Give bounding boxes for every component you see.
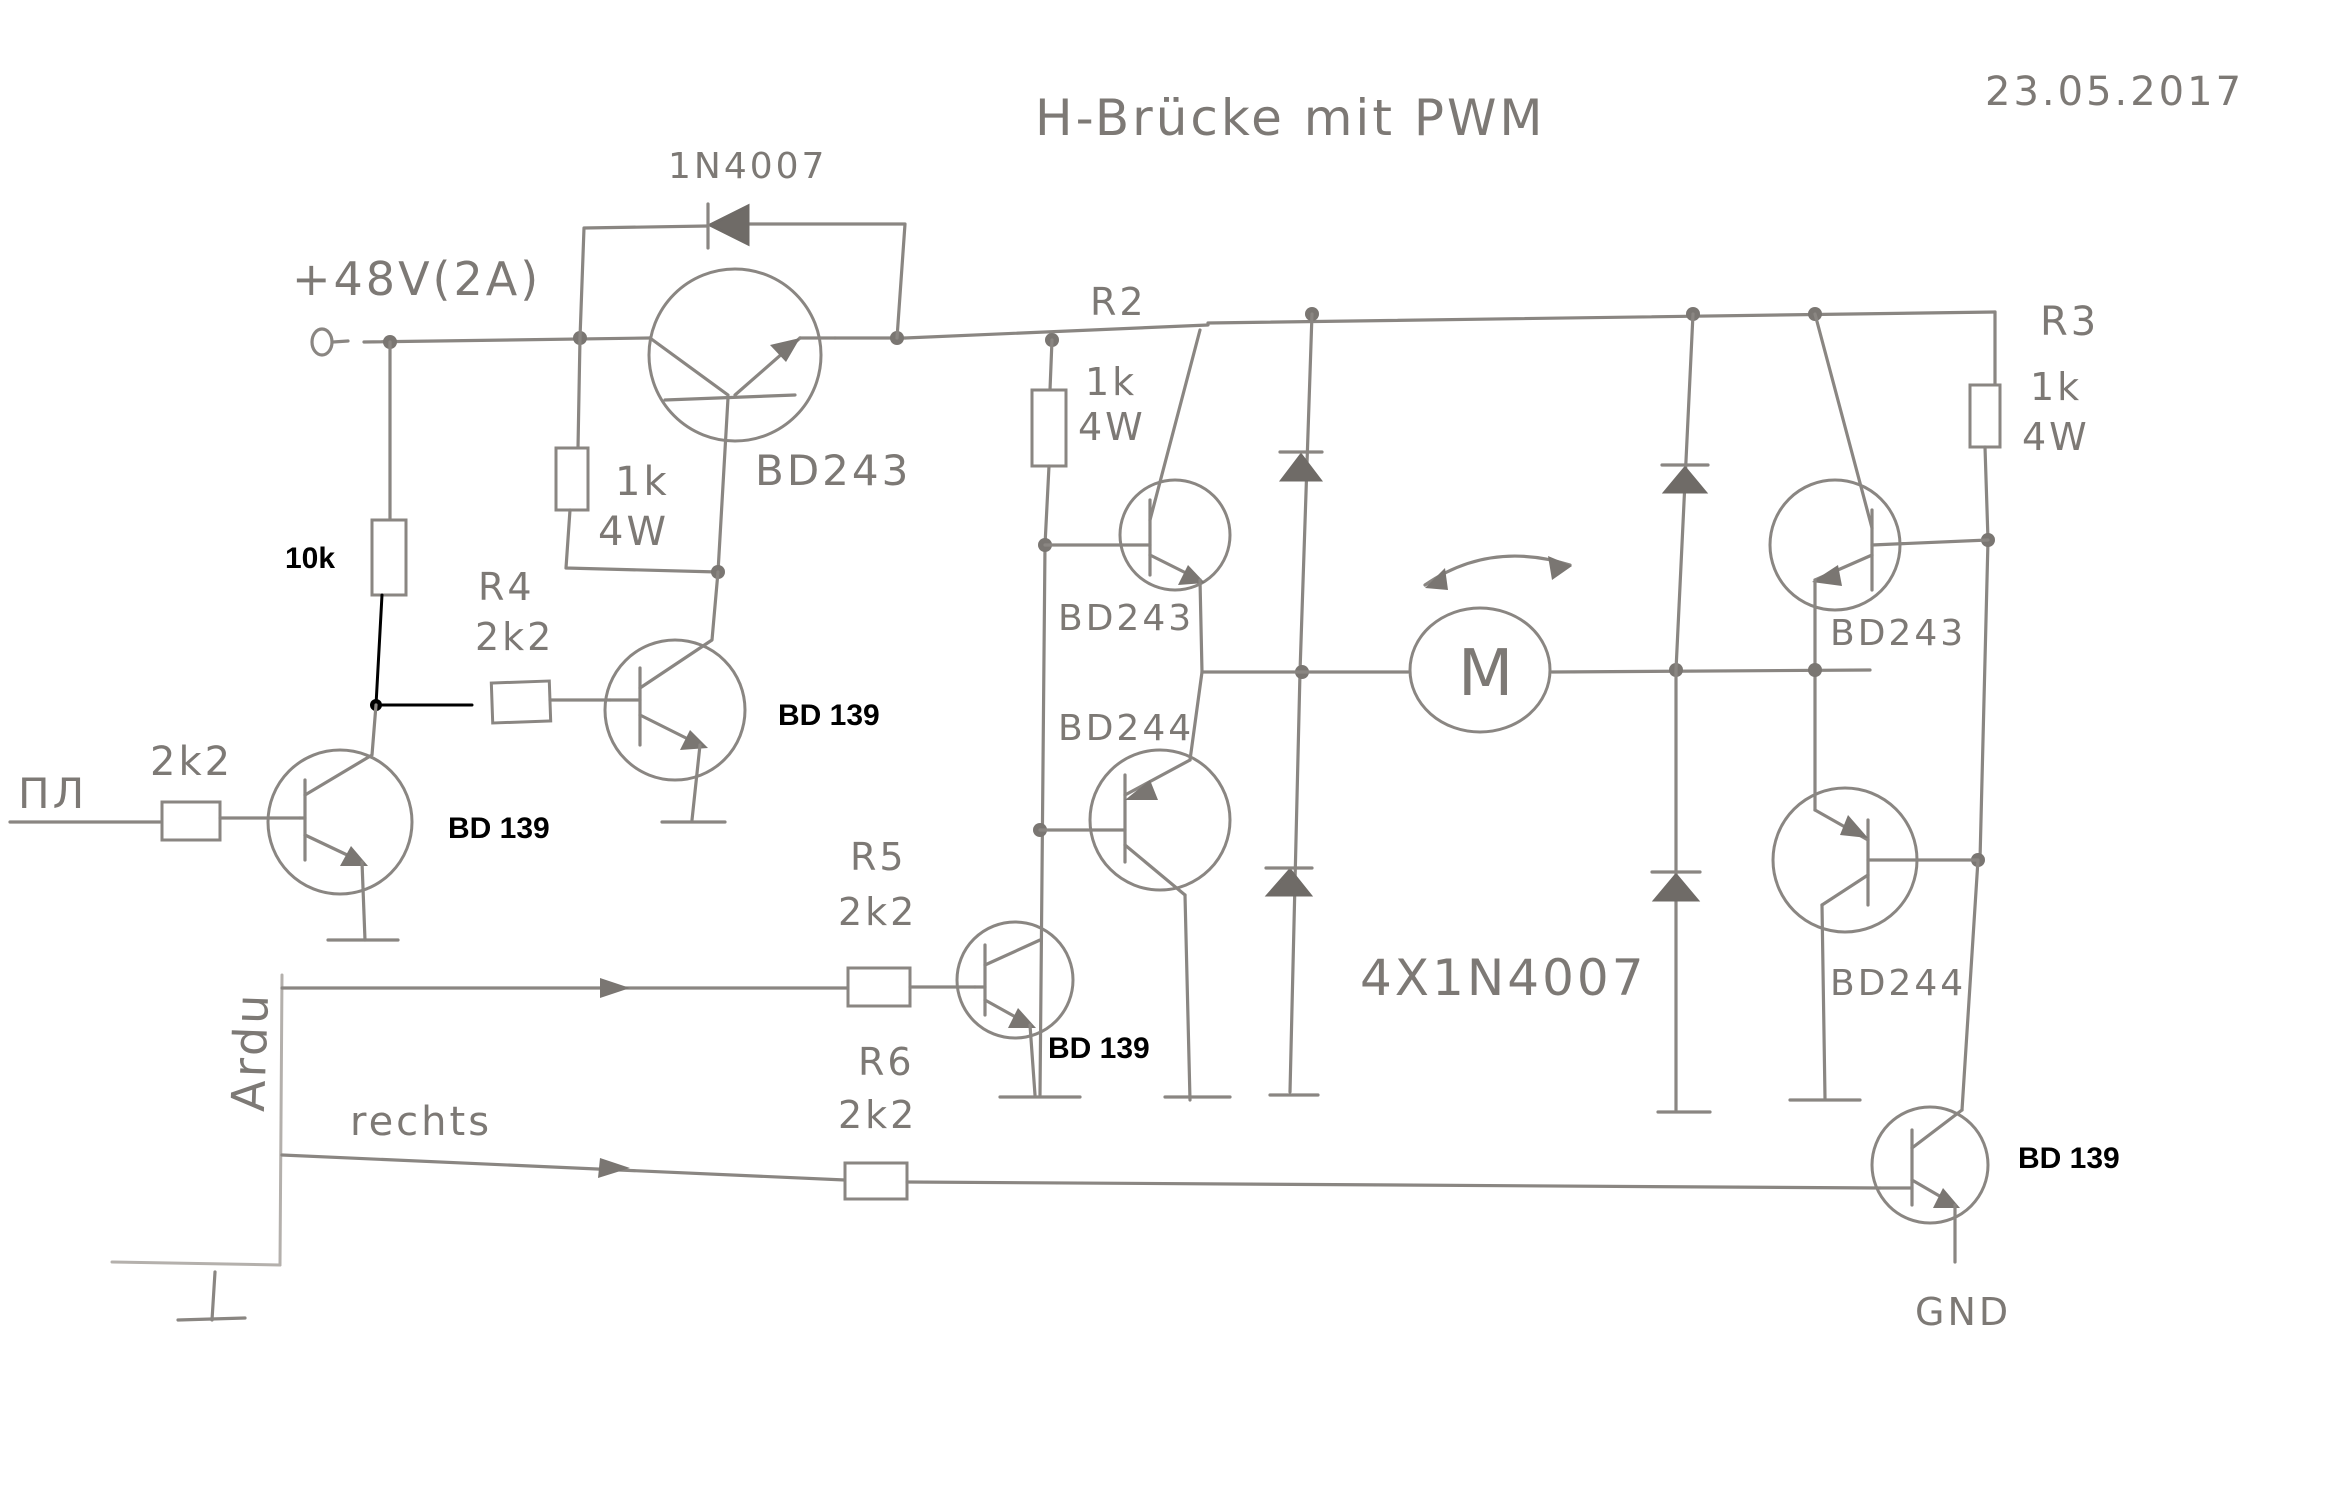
- bd139-left-label: BD 139: [448, 812, 550, 845]
- resistor-r3: [1960, 383, 2002, 1112]
- bd139-middle-label: BD 139: [1048, 1032, 1150, 1065]
- r4-value: 2k2: [475, 615, 554, 659]
- diode-bank-label: 4X1N4007: [1360, 949, 1647, 1007]
- transistor-bd139-right: [1870, 1105, 1990, 1264]
- r2-value-4w: 4W: [1078, 405, 1146, 449]
- sheet-date: 23.05.2017: [1985, 69, 2244, 115]
- control-line-r5: [280, 966, 977, 1008]
- control-line-r6: [280, 1153, 1882, 1201]
- resistor-r4: [489, 679, 612, 725]
- bd139-upper-label: BD 139: [778, 699, 880, 732]
- r5-label: R5: [850, 835, 907, 879]
- r3-value-1k: 1k: [2030, 365, 2082, 409]
- resistor-r2: [1030, 338, 1068, 1097]
- r2-label: R2: [1090, 280, 1147, 324]
- diode-bank-left: [1264, 312, 1324, 1097]
- bd244-left-label: BD244: [1058, 708, 1194, 749]
- input-res-value: 2k2: [150, 739, 233, 785]
- transistor-bd244-right: [1771, 663, 1980, 1102]
- arduino-block: [110, 973, 284, 1322]
- bd139-right-label: BD 139: [2018, 1142, 2120, 1175]
- resistor-2k2-input: [160, 800, 302, 842]
- diode-top-label: 1N4007: [668, 146, 827, 187]
- r3-value-4w: 4W: [2022, 415, 2090, 459]
- transistor-bd139-middle: [955, 920, 1082, 1099]
- transistor-bd243-pass: [647, 267, 837, 574]
- bd243-pass-label: BD243: [755, 446, 911, 495]
- transistor-bd139-upper: [603, 570, 747, 824]
- gnd-label: GND: [1915, 1290, 2011, 1334]
- bd243-left-label: BD243: [1058, 598, 1194, 639]
- supply-label: +48V(2A): [292, 252, 541, 306]
- res-base-1k: 1k: [615, 459, 670, 505]
- r6-label: R6: [858, 1040, 915, 1084]
- bd244-right-label: BD244: [1830, 963, 1966, 1004]
- bd243-right-label: BD243: [1830, 613, 1966, 654]
- diode-bank-right: [1650, 312, 1712, 1114]
- transistor-bd243-left: [1043, 328, 1232, 674]
- pwm-symbol: ПЛ: [18, 769, 87, 818]
- transistor-bd244-left: [1038, 670, 1232, 1102]
- sheet-title: H-Brücke mit PWM: [1035, 89, 1546, 147]
- motor-label: M: [1458, 637, 1516, 711]
- transistor-bd139-left: [266, 703, 414, 942]
- rechts-label: rechts: [350, 1099, 492, 1145]
- r3-label: R3: [2040, 299, 2099, 345]
- r4-label: R4: [478, 565, 535, 609]
- diode-top: [578, 202, 907, 340]
- resistor-10k: [370, 340, 474, 711]
- res-10k-label: 10k: [285, 542, 335, 575]
- ardu-label: Ardu: [221, 991, 279, 1113]
- r2-value-1k: 1k: [1085, 360, 1137, 404]
- transistor-bd243-right: [1768, 312, 1990, 672]
- res-base-4w: 4W: [598, 509, 669, 555]
- r6-value: 2k2: [838, 1093, 917, 1137]
- supply-rail: [310, 307, 1997, 387]
- r5-value: 2k2: [838, 890, 917, 934]
- resistor-1k-base: [554, 336, 725, 579]
